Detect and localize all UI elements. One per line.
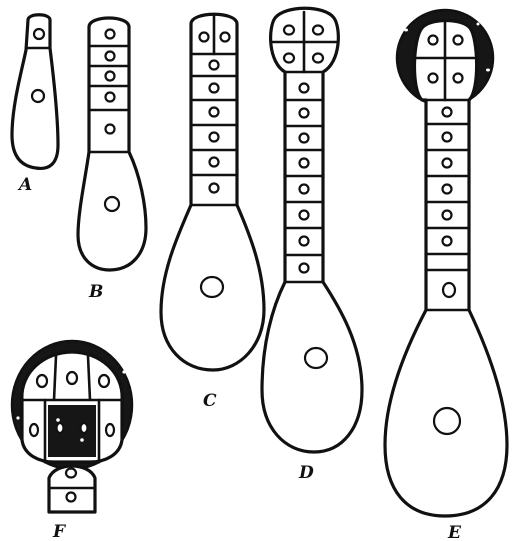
- stage-c-nucleus: [210, 84, 219, 93]
- stage-f-nucleus: [66, 469, 76, 478]
- stage-e-nucleus: [443, 283, 455, 297]
- stage-b-nucleus: [106, 52, 115, 61]
- stage-f-nucleus: [67, 493, 76, 502]
- stage-a-label: A: [17, 175, 32, 195]
- stage-f-dark-center: [48, 405, 96, 457]
- stage-f-nucleus: [67, 372, 77, 384]
- stage-e-nucleus: [443, 133, 452, 142]
- stage-d-nucleus: [300, 211, 309, 220]
- stage-d-basal-nucleus: [305, 348, 327, 368]
- stage-d-nucleus: [300, 185, 309, 194]
- stage-e-nucleus: [454, 74, 463, 83]
- stage-f-embryo: F: [12, 341, 132, 541]
- stage-e-basal-nucleus: [434, 408, 460, 434]
- stage-c-nucleus: [200, 33, 209, 42]
- stage-c-nucleus: [210, 133, 219, 142]
- stage-c-nucleus: [221, 33, 230, 42]
- stage-c-nucleus: [210, 184, 219, 193]
- stage-d-nucleus: [300, 84, 309, 93]
- stage-d-nucleus: [300, 109, 309, 118]
- stage-d-nucleus: [313, 26, 323, 35]
- stage-f-nucleus: [57, 423, 64, 433]
- stage-f-speck: [80, 438, 84, 442]
- stage-d-nucleus: [313, 54, 323, 63]
- stage-a-nucleus-1: [34, 29, 44, 39]
- stage-f-nucleus: [99, 375, 109, 387]
- stage-e-label: E: [447, 523, 462, 541]
- stage-d-nucleus: [300, 134, 309, 143]
- stage-b-nucleus: [106, 72, 115, 81]
- stage-e-speck: [486, 69, 490, 72]
- stage-e-embryo: E: [385, 10, 507, 541]
- stage-d-label: D: [298, 463, 314, 483]
- stage-e-nucleus: [443, 159, 452, 168]
- stage-b-nucleus: [106, 93, 115, 102]
- stage-c-label: C: [203, 391, 217, 411]
- stage-a-nucleus-2: [32, 90, 44, 102]
- stage-b-nucleus: [106, 30, 115, 39]
- stage-d-nucleus: [284, 54, 294, 63]
- stage-e-nucleus: [443, 211, 452, 220]
- stage-b-basal-nucleus: [105, 197, 119, 211]
- stage-c-embryo: C: [161, 14, 264, 411]
- stage-d-embryo: D: [262, 8, 362, 483]
- stage-c-nucleus: [210, 158, 219, 167]
- stage-c-nucleus: [210, 61, 219, 70]
- stage-e-speck: [477, 23, 480, 26]
- stage-f-speck: [56, 418, 60, 422]
- stage-d-nucleus: [300, 159, 309, 168]
- stage-f-speck: [122, 370, 125, 373]
- stage-b-embryo: B: [78, 18, 146, 302]
- stage-b-nucleus: [106, 125, 115, 134]
- stage-f-nucleus: [81, 423, 88, 433]
- stage-c-basal-nucleus: [201, 277, 223, 297]
- stage-f-nucleus: [37, 375, 47, 387]
- stage-b-label: B: [88, 282, 103, 302]
- stage-e-speck: [404, 29, 408, 32]
- stage-f-nucleus: [106, 424, 114, 436]
- stage-e-nucleus: [443, 108, 452, 117]
- stage-d-outline: [262, 8, 362, 452]
- stage-d-nucleus: [284, 26, 294, 35]
- stage-f-nucleus: [30, 424, 38, 436]
- stage-e-nucleus: [443, 237, 452, 246]
- stage-a-embryo: A: [12, 15, 58, 195]
- stage-f-label: F: [52, 522, 67, 541]
- stage-f-speck: [16, 416, 19, 419]
- stage-c-nucleus: [210, 108, 219, 117]
- stage-d-nucleus: [300, 237, 309, 246]
- stage-e-nucleus: [429, 74, 438, 83]
- stage-e-nucleus: [429, 36, 438, 45]
- stage-d-nucleus: [300, 264, 309, 273]
- stage-e-nucleus: [454, 36, 463, 45]
- stage-e-nucleus: [443, 185, 452, 194]
